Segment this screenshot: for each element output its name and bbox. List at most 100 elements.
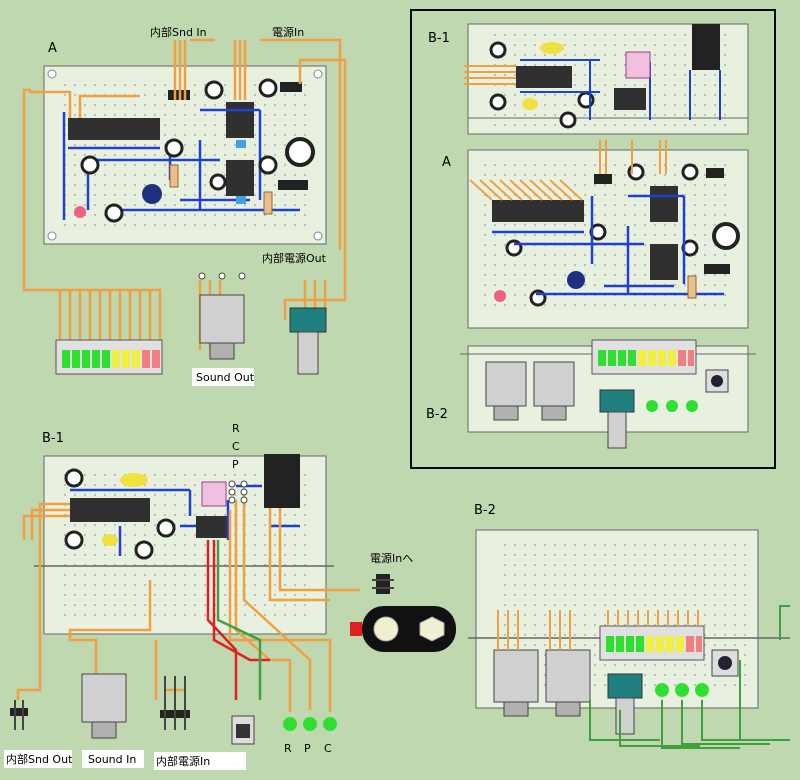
led-segment-green	[598, 350, 606, 366]
power-in2-label: 内部電源In	[156, 754, 210, 768]
resistor	[687, 275, 697, 299]
orange-wire	[599, 140, 667, 174]
pin	[228, 480, 236, 488]
ic-chip	[226, 102, 254, 138]
jack-sleeve	[541, 405, 567, 421]
led-green	[675, 683, 689, 697]
volume-pot	[289, 307, 327, 375]
led-segment-green	[608, 350, 616, 366]
sound-out-label-bg	[192, 368, 254, 386]
ic-chip	[492, 200, 584, 222]
dc-jack	[264, 454, 300, 508]
capacitor	[156, 518, 176, 538]
pot-shaft	[607, 411, 627, 449]
inset-frame	[410, 9, 776, 469]
capacitor	[209, 173, 227, 191]
board-b1-wires	[16, 486, 360, 712]
inset-board-b1	[464, 23, 749, 135]
snap-terminal	[373, 616, 399, 642]
audio-jack	[533, 361, 575, 407]
capacitor	[559, 111, 577, 129]
sound-in-label: Sound In	[88, 753, 136, 766]
bar-segments	[62, 350, 160, 368]
resistor	[169, 164, 179, 188]
snd-out-label: 内部Snd Out	[6, 752, 73, 766]
pin-header	[278, 180, 308, 190]
led-segment-yellow	[656, 636, 664, 652]
push-button-cap	[711, 375, 723, 387]
led-segment-yellow	[676, 636, 684, 652]
pot-body	[289, 307, 327, 333]
board-b2-label: B-2	[474, 503, 496, 518]
board-b2	[468, 529, 790, 735]
jack-sleeve	[493, 405, 519, 421]
audio-jack	[545, 649, 591, 703]
sound-in-jack	[81, 673, 127, 739]
inset-board-a	[467, 140, 749, 329]
battery-snap	[350, 606, 456, 652]
pin-header-body	[10, 708, 28, 716]
dc-jack	[692, 24, 720, 70]
led-segment-yellow	[666, 636, 674, 652]
transistor	[567, 271, 585, 289]
snap-lead	[350, 622, 362, 636]
led-r	[283, 717, 297, 731]
led-segment-green	[62, 350, 70, 368]
snap-terminal	[419, 616, 445, 642]
capacitor	[64, 468, 84, 488]
capacitor	[80, 155, 100, 175]
audio-jack	[485, 361, 527, 407]
board-a-label: A	[48, 41, 57, 56]
pot-body	[599, 389, 635, 413]
pin-header	[704, 264, 730, 274]
led-segment-green	[618, 350, 626, 366]
ceramic-capacitor	[236, 196, 246, 204]
sound-out-label: Sound Out	[196, 371, 255, 384]
jack-sleeve	[209, 342, 235, 360]
ic-chip	[650, 244, 678, 280]
capacitor	[104, 203, 124, 223]
led-segment-red	[142, 350, 150, 368]
led-r-label: R	[284, 742, 292, 755]
mount-hole	[313, 69, 323, 79]
push-switch-cap	[236, 724, 250, 738]
pin-header-body	[376, 574, 390, 594]
to-power-in-header	[372, 574, 394, 594]
led-segment-yellow	[646, 636, 654, 652]
jack-pin	[198, 272, 206, 280]
ic-chip	[68, 118, 160, 140]
led-c	[323, 717, 337, 731]
led-red	[74, 206, 86, 218]
pot-body	[607, 673, 643, 699]
pin-header	[706, 168, 724, 178]
board-b1	[34, 454, 334, 635]
led-segment-green	[616, 636, 624, 652]
snd-out-header	[10, 700, 28, 730]
led-segment-red	[152, 350, 160, 368]
ic-chip	[70, 498, 150, 522]
jack-body	[199, 294, 245, 344]
led-segment-yellow	[658, 350, 666, 366]
push-button-cap	[718, 656, 732, 670]
power-in2-label-bg	[154, 752, 246, 770]
blue-wire	[520, 59, 721, 120]
jack-pin	[218, 272, 226, 280]
led-green	[686, 400, 698, 412]
capacitor-large	[712, 222, 740, 250]
jack-body	[81, 673, 127, 723]
capacitor	[258, 155, 278, 175]
ceramic-capacitor	[236, 140, 246, 148]
ceramic-capacitor	[522, 98, 538, 110]
led-red	[494, 290, 506, 302]
capacitor	[164, 138, 184, 158]
to-power-in-label: 電源Inへ	[370, 551, 413, 565]
capacitor	[489, 41, 507, 59]
capacitor	[258, 78, 278, 98]
mount-hole	[47, 69, 57, 79]
ic-chip	[226, 160, 254, 196]
led-p-label: P	[304, 742, 311, 755]
led-segment-green	[606, 636, 614, 652]
led-green	[666, 400, 678, 412]
blue-wire	[70, 484, 300, 556]
inset-board-b2	[460, 339, 756, 449]
